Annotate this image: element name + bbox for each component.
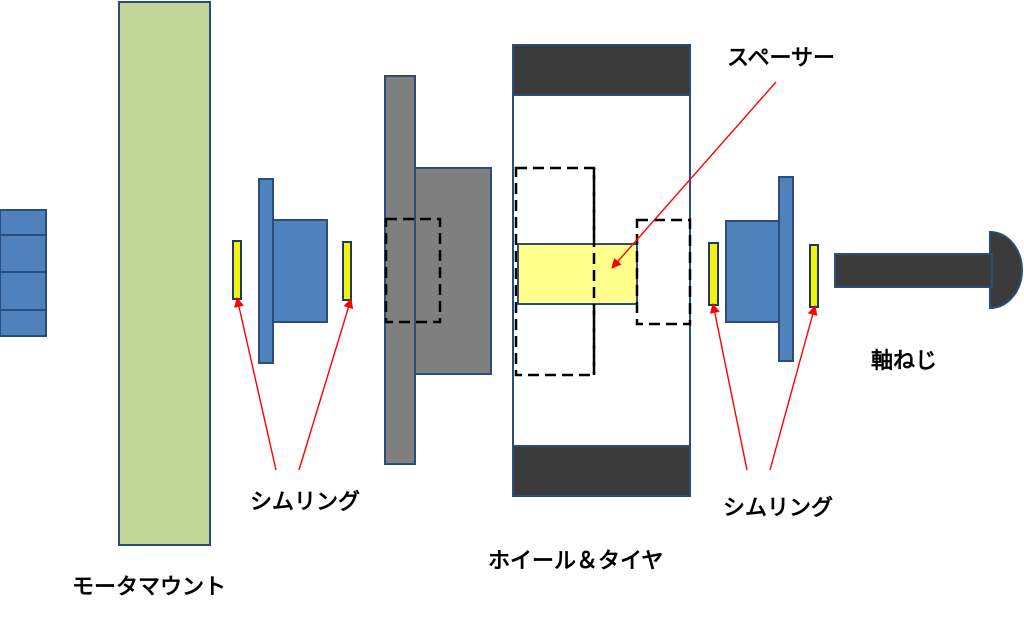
- tire-bottom: [512, 445, 691, 497]
- bearing-right: [725, 176, 794, 362]
- shim-ring-right-2: [809, 244, 819, 308]
- axle-screw: [834, 230, 1023, 310]
- shim-ring-left-2: [342, 241, 352, 301]
- hub: [384, 75, 492, 465]
- shim-ring-left-1: [232, 240, 242, 300]
- motor-mount: [118, 1, 211, 546]
- arrow-spacer: [611, 81, 777, 269]
- label-motor-mount: モータマウント: [72, 575, 226, 600]
- wheel-and-tire: [512, 44, 692, 497]
- label-shim-right: シムリング: [723, 495, 833, 521]
- arrows: [234, 81, 818, 471]
- spacer: [517, 243, 638, 305]
- label-wheel-tire: ホイール＆タイヤ: [488, 549, 663, 574]
- label-spacer: スペーサー: [727, 46, 835, 71]
- arrow-shim-right-1: [709, 303, 748, 471]
- shim-ring-right-1: [708, 242, 719, 306]
- tire-top: [512, 44, 691, 96]
- arrow-shim-left-2: [298, 298, 354, 471]
- arrow-shim-right-2: [769, 305, 818, 471]
- nut: [0, 209, 47, 337]
- label-axle-screw: 軸ねじ: [871, 348, 937, 374]
- label-shim-left: シムリング: [250, 489, 360, 515]
- arrow-shim-left-1: [234, 297, 277, 471]
- bearing-left: [258, 178, 328, 364]
